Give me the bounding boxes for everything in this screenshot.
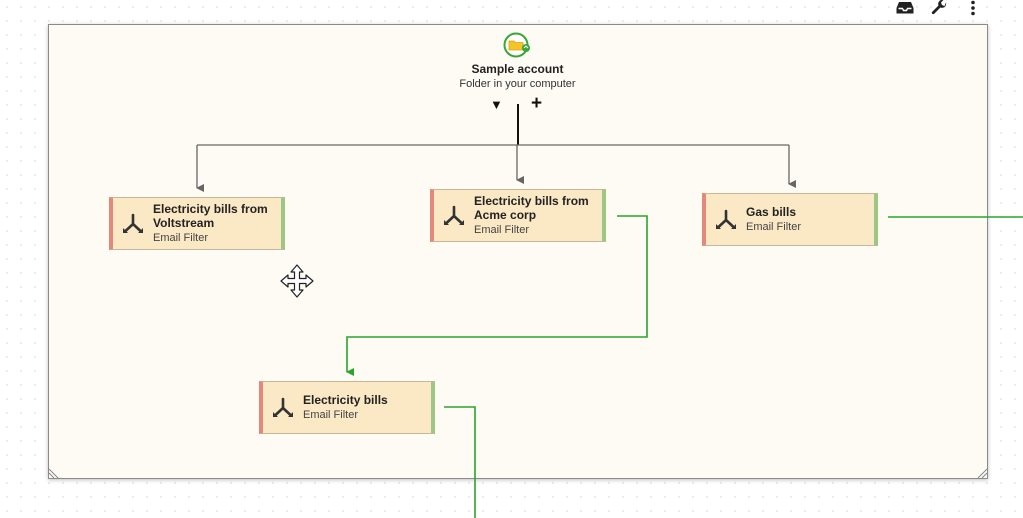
filter-icon [273,397,293,417]
more-vertical-icon[interactable] [963,0,983,16]
toolbar [895,0,983,16]
node-subtitle: Email Filter [303,409,359,421]
node-subtitle: Email Filter [474,224,530,236]
workflow-canvas[interactable] [48,24,988,479]
resize-handle-left[interactable] [49,468,59,478]
node-title: Electricity bills [303,393,388,407]
filter-node-voltstream[interactable]: Electricity bills from Voltstream Email … [109,197,285,250]
account-type: Folder in your computer [459,78,576,90]
account-name: Sample account [471,62,564,76]
collapse-toggle[interactable]: ▼ [490,97,503,112]
filter-icon [716,209,736,229]
filter-node-electricity[interactable]: Electricity bills Email Filter [259,381,435,434]
wrench-icon[interactable] [929,0,949,16]
filter-node-gas[interactable]: Gas bills Email Filter [702,193,878,246]
add-filter-button[interactable]: + [531,93,543,114]
move-cursor-icon [280,264,314,298]
resize-handle-right[interactable] [977,468,987,478]
folder-sync-icon [503,32,530,58]
filter-node-acme[interactable]: Electricity bills from Acme corp Email F… [430,189,606,242]
inbox-icon[interactable] [895,0,915,16]
node-subtitle: Email Filter [746,221,802,233]
node-title: Electricity bills from Acme corp [474,194,589,222]
filter-icon [123,213,143,233]
filter-icon [444,205,464,225]
node-title: Electricity bills from Voltstream [153,202,268,230]
node-subtitle: Email Filter [153,232,209,244]
account-node[interactable]: Sample account Folder in your computer [440,32,595,91]
node-title: Gas bills [746,205,797,219]
